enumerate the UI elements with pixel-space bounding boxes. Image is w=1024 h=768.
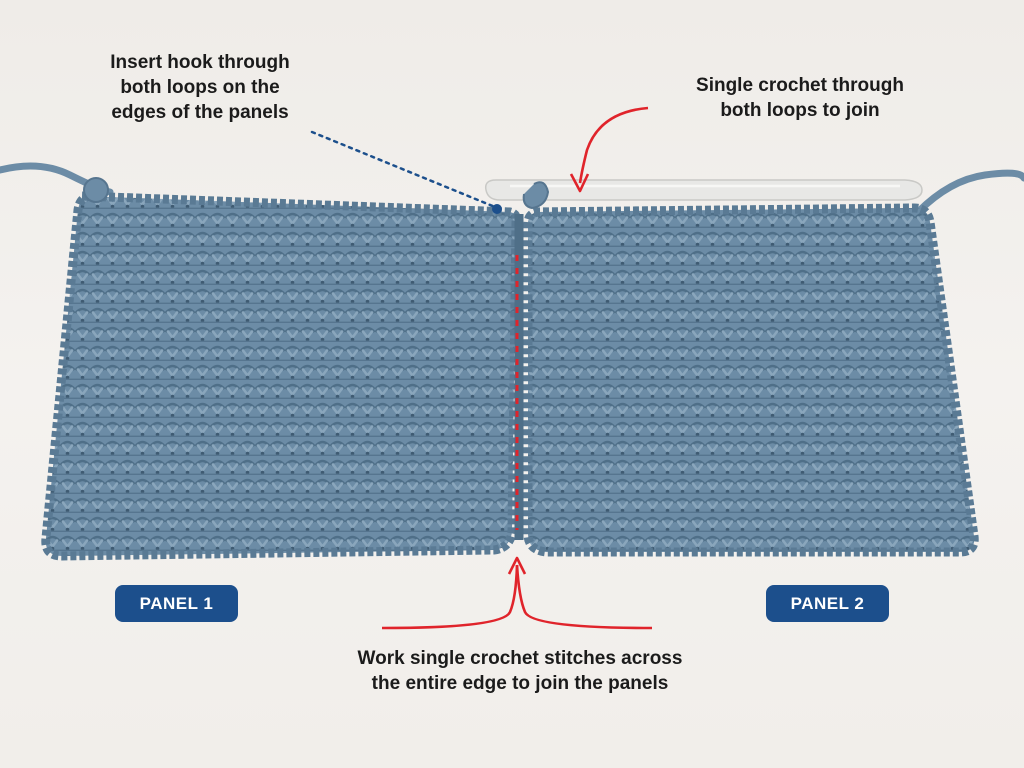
work-stitches-bracket: [381, 556, 653, 630]
crochet-hook: [484, 179, 923, 210]
single-crochet-line-2: both loops to join: [720, 100, 880, 121]
yarn-tail-right: [914, 169, 1024, 216]
work-stitches-annotation: Work single crochet stitches across the …: [300, 646, 740, 696]
work-stitches-line-1: Work single crochet stitches across: [357, 648, 683, 669]
insert-hook-line-3: edges of the panels: [111, 102, 289, 123]
insert-hook-line-2: both loops on the: [120, 77, 280, 98]
work-stitches-line-2: the entire edge to join the panels: [371, 673, 669, 694]
insert-hook-line-1: Insert hook through: [110, 52, 290, 73]
panel-2-swatch: [523, 203, 979, 557]
insert-hook-annotation: Insert hook through both loops on the ed…: [70, 50, 330, 125]
insert-hook-pointer: [310, 130, 502, 214]
single-crochet-arrow: [569, 106, 649, 193]
single-crochet-annotation: Single crochet through both loops to joi…: [650, 73, 950, 123]
single-crochet-line-1: Single crochet through: [696, 75, 904, 96]
panel-1-badge: PANEL 1: [115, 585, 238, 622]
joining-seam: [514, 214, 524, 540]
panel-1-swatch: [41, 177, 521, 561]
panel-2-badge: PANEL 2: [766, 585, 889, 622]
